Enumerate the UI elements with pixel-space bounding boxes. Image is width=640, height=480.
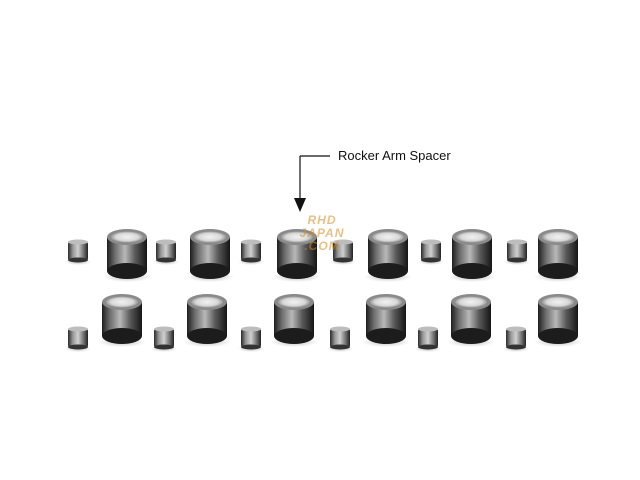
dowel-pin-row2-5 <box>415 326 441 352</box>
dowel-pin-row2-1 <box>65 326 91 352</box>
rocker-arm-spacer-row2-1 <box>98 294 146 347</box>
dowel-pin-row1-4 <box>330 239 356 265</box>
watermark-logo: RHD JAPAN .COM <box>282 214 362 253</box>
rocker-arm-spacer-row2-6 <box>534 294 582 347</box>
dowel-pin-row2-6 <box>503 326 529 352</box>
rocker-arm-spacer-row1-1 <box>103 229 151 282</box>
dowel-pin-row1-1 <box>65 239 91 265</box>
rocker-arm-spacer-row2-3 <box>270 294 318 347</box>
rocker-arm-spacer-row1-4 <box>364 229 412 282</box>
rocker-arm-spacer-row1-3 <box>273 229 321 282</box>
dowel-pin-row1-6 <box>504 239 530 265</box>
rocker-arm-spacer-row2-4 <box>362 294 410 347</box>
dowel-pin-row1-5 <box>418 239 444 265</box>
dowel-pin-row2-2 <box>151 326 177 352</box>
callout-label: Rocker Arm Spacer <box>338 148 451 163</box>
dowel-pin-row1-2 <box>153 239 179 265</box>
callout-arrow <box>294 155 330 212</box>
dowel-pin-row2-4 <box>327 326 353 352</box>
dowel-pin-row2-3 <box>238 326 264 352</box>
rocker-arm-spacer-row2-5 <box>447 294 495 347</box>
rocker-arm-spacer-row1-2 <box>186 229 234 282</box>
watermark-line-2: JAPAN <box>299 226 345 240</box>
rocker-arm-spacer-row2-2 <box>183 294 231 347</box>
watermark-line-1: RHD <box>307 213 337 227</box>
rocker-arm-spacer-row1-6 <box>534 229 582 282</box>
dowel-pin-row1-3 <box>238 239 264 265</box>
rocker-arm-spacer-row1-5 <box>448 229 496 282</box>
watermark-line-3: .COM <box>304 239 340 253</box>
parts-layer <box>65 229 582 352</box>
